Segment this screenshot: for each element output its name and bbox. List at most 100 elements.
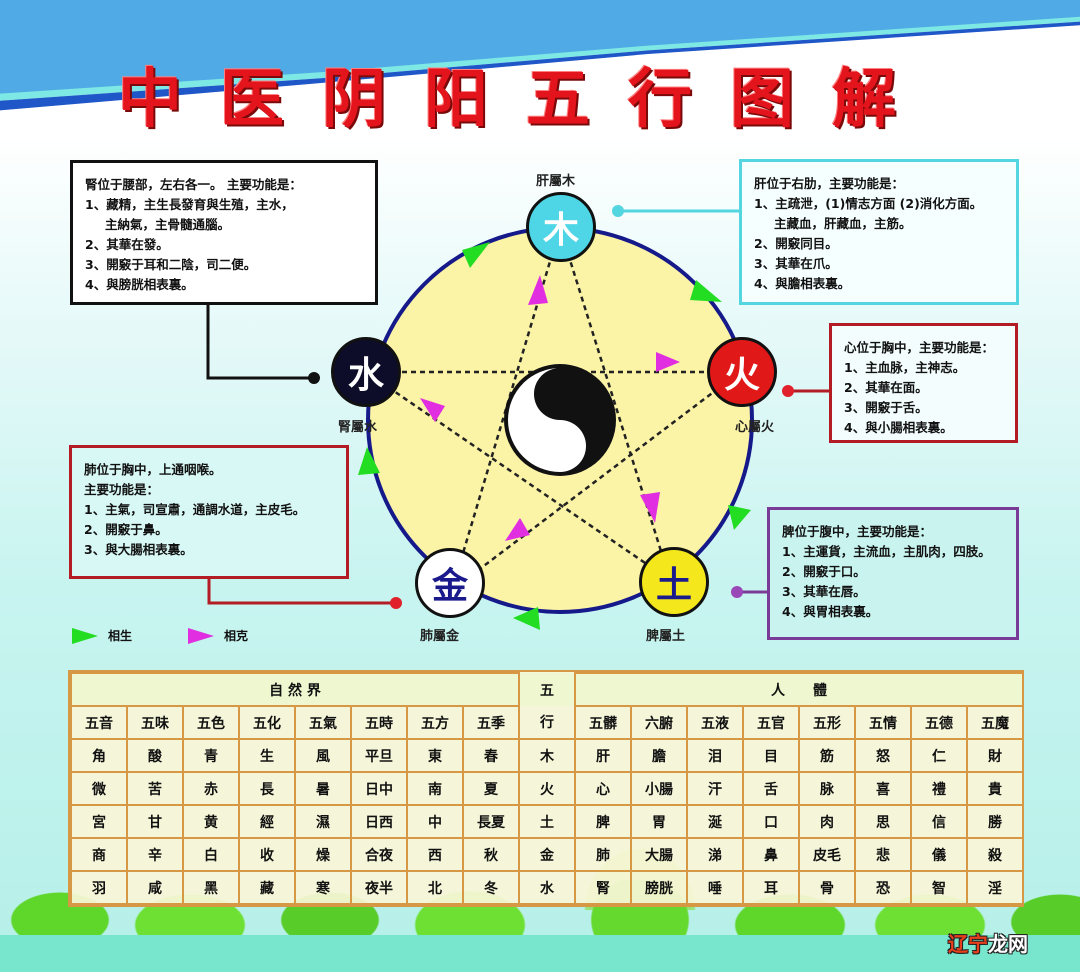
column-header: 五情 (854, 705, 912, 740)
metal-label: 肺屬金 (420, 629, 460, 644)
table-cell: 口 (742, 804, 800, 839)
metal-node: 金 (415, 548, 485, 618)
table-cell: 黄 (182, 804, 240, 839)
table-cell: 淫 (966, 870, 1024, 905)
spleen-line: 3、其華在唇。 (782, 584, 866, 599)
table-cell: 收 (238, 837, 296, 872)
water-label: 腎屬水 (338, 420, 378, 435)
table-cell: 日中 (350, 771, 408, 806)
table-cell: 長夏 (462, 804, 520, 839)
column-header: 六腑 (630, 705, 688, 740)
table-cell: 汗 (686, 771, 744, 806)
wuxing-header-bottom: 行 (518, 706, 576, 739)
table-cell: 藏 (238, 870, 296, 905)
ground-decoration (0, 935, 1080, 972)
wood-node: 木 (526, 192, 596, 262)
table-cell: 宮 (70, 804, 128, 839)
column-header: 五味 (126, 705, 184, 740)
table-cell: 燥 (294, 837, 352, 872)
table-cell: 骨 (798, 870, 856, 905)
page-title: 中医阴阳五行图解 (118, 62, 934, 137)
liver-info-box: 肝位于右肋，主要功能是： 1、主疏泄，(1)情志方面 (2)消化方面。 主藏血，… (739, 159, 1019, 305)
column-header: 五季 (462, 705, 520, 740)
liver-line: 3、其華在爪。 (754, 256, 838, 271)
table-cell: 勝 (966, 804, 1024, 839)
spleen-line: 4、與胃相表裏。 (782, 604, 879, 619)
table-cell: 咸 (126, 870, 184, 905)
kidney-line: 3、開竅于耳和二陰，司二便。 (85, 257, 257, 272)
liver-line: 4、與膽相表裏。 (754, 276, 851, 291)
table-cell: 皮毛 (798, 837, 856, 872)
liver-line: 2、開竅同目。 (754, 236, 838, 251)
table-cell: 冬 (462, 870, 520, 905)
table-cell: 肺 (574, 837, 632, 872)
heart-line: 心位于胸中，主要功能是： (844, 340, 995, 355)
fire-char: 火 (723, 354, 760, 396)
table-cell: 商 (70, 837, 128, 872)
table-cell: 北 (406, 870, 464, 905)
lung-info-box: 肺位于胸中，上通咽喉。 主要功能是： 1、主氣，司宣肅，通調水道，主皮毛。 2、… (69, 445, 349, 579)
wood-char: 木 (542, 209, 579, 251)
table-cell: 風 (294, 738, 352, 773)
table-cell: 儀 (910, 837, 968, 872)
column-header-row: 五音 五味 五色 五化 五氣 五時 五方 五季 行 五髒 六腑 五液 五官 五形… (70, 705, 1024, 740)
table-cell: 平旦 (350, 738, 408, 773)
table-cell: 肝 (574, 738, 632, 773)
table-cell: 赤 (182, 771, 240, 806)
table-cell: 思 (854, 804, 912, 839)
table-cell: 心 (574, 771, 632, 806)
table-cell: 青 (182, 738, 240, 773)
table-cell: 中 (406, 804, 464, 839)
column-header: 五色 (182, 705, 240, 740)
lung-line: 3、與大腸相表裏。 (84, 542, 193, 557)
element-cell: 水 (518, 870, 576, 905)
element-cell: 金 (518, 837, 576, 872)
table-cell: 南 (406, 771, 464, 806)
table-cell: 羽 (70, 870, 128, 905)
table-cell: 唾 (686, 870, 744, 905)
table-cell: 智 (910, 870, 968, 905)
lung-line: 主要功能是： (84, 482, 160, 497)
watermark: 辽宁龙网 (948, 928, 1028, 957)
overcome-arrows (420, 275, 680, 541)
legend-generate-label: 相生 (108, 629, 133, 643)
table-cell: 經 (238, 804, 296, 839)
table-cell: 膀胱 (630, 870, 688, 905)
watermark-red: 辽宁 (948, 932, 988, 956)
spleen-line: 2、開竅于口。 (782, 564, 866, 579)
kidney-line: 4、與膀胱相表裏。 (85, 277, 194, 292)
magenta-arrow-icon (188, 627, 214, 644)
legend-generate: 相生 (72, 627, 132, 644)
table-cell: 信 (910, 804, 968, 839)
column-header: 五方 (406, 705, 464, 740)
body-group-header: 人 體 (574, 672, 1024, 707)
table-cell: 白 (182, 837, 240, 872)
yin-yang-icon (504, 364, 616, 476)
fire-label: 心屬火 (735, 420, 775, 435)
table-cell: 禮 (910, 771, 968, 806)
table-cell: 黑 (182, 870, 240, 905)
table-cell: 腎 (574, 870, 632, 905)
table-row: 商 辛 白 收 燥 合夜 西 秋 金 肺 大腸 涕 鼻 皮毛 悲 儀 殺 (70, 837, 1024, 872)
table-row: 角 酸 青 生 風 平旦 東 春 木 肝 膽 泪 目 筋 怒 仁 財 (70, 738, 1024, 773)
table-cell: 夏 (462, 771, 520, 806)
fire-node: 火 (707, 337, 777, 407)
column-header: 五液 (686, 705, 744, 740)
liver-line: 1、主疏泄，(1)情志方面 (2)消化方面。 (754, 196, 983, 211)
table-cell: 喜 (854, 771, 912, 806)
table-cell: 小腸 (630, 771, 688, 806)
table-cell: 財 (966, 738, 1024, 773)
table-cell: 寒 (294, 870, 352, 905)
element-cell: 土 (518, 804, 576, 839)
column-header: 五化 (238, 705, 296, 740)
correspondence-table: 自 然 界 五 人 體 五音 五味 五色 五化 五氣 五時 五方 五季 行 五髒… (70, 672, 1024, 905)
lung-line: 2、開竅于鼻。 (84, 522, 168, 537)
group-header-row: 自 然 界 五 人 體 (70, 672, 1024, 707)
table-cell: 長 (238, 771, 296, 806)
table-cell: 涕 (686, 837, 744, 872)
green-arrow-icon (72, 627, 98, 644)
heart-line: 2、其華在面。 (844, 380, 928, 395)
table-cell: 耳 (742, 870, 800, 905)
column-header: 五魔 (966, 705, 1024, 740)
table-cell: 怒 (854, 738, 912, 773)
